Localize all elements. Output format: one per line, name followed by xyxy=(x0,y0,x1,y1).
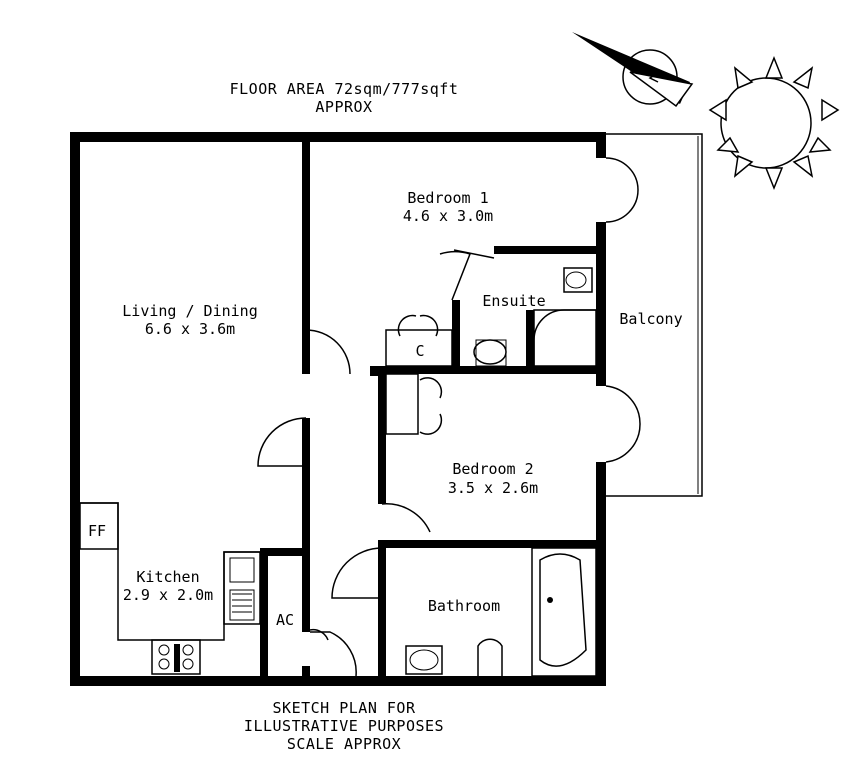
sun-icon xyxy=(708,55,840,191)
kitchen-units xyxy=(79,502,261,675)
balcony-name: Balcony xyxy=(619,310,682,328)
cupboard-c xyxy=(385,329,453,367)
ensuite-name: Ensuite xyxy=(482,292,545,310)
floor-area-label: FLOOR AREA 72sqm/777sqft xyxy=(230,80,459,98)
wardrobe xyxy=(385,373,419,435)
bathroom-name: Bathroom xyxy=(428,597,500,615)
bedroom1-name: Bedroom 1 xyxy=(407,189,488,207)
bedroom2-name: Bedroom 2 xyxy=(452,460,533,478)
bedroom1-size: 4.6 x 3.0m xyxy=(403,207,493,225)
bedroom2-size: 3.5 x 2.6m xyxy=(448,479,538,497)
footer-line2: ILLUSTRATIVE PURPOSES xyxy=(244,717,444,735)
living-size: 6.6 x 3.6m xyxy=(145,320,235,338)
ensuite-fixtures xyxy=(473,267,597,367)
compass-icon xyxy=(572,32,694,108)
footer-line1: SKETCH PLAN FOR xyxy=(273,699,416,717)
interior-walls xyxy=(260,142,604,676)
footer-line3: SCALE APPROX xyxy=(287,735,401,753)
balcony-outline xyxy=(606,133,703,497)
living-name: Living / Dining xyxy=(122,302,257,320)
ac-label: AC xyxy=(276,611,294,629)
floor-area-approx-label: APPROX xyxy=(315,98,372,116)
ff-label: FF xyxy=(88,522,106,540)
outer-walls xyxy=(70,132,606,686)
bathroom-fixtures xyxy=(405,547,597,677)
kitchen-size: 2.9 x 2.0m xyxy=(123,586,213,604)
kitchen-name: Kitchen xyxy=(136,568,199,586)
doors xyxy=(257,157,641,677)
cupboard-name: C xyxy=(415,342,424,360)
